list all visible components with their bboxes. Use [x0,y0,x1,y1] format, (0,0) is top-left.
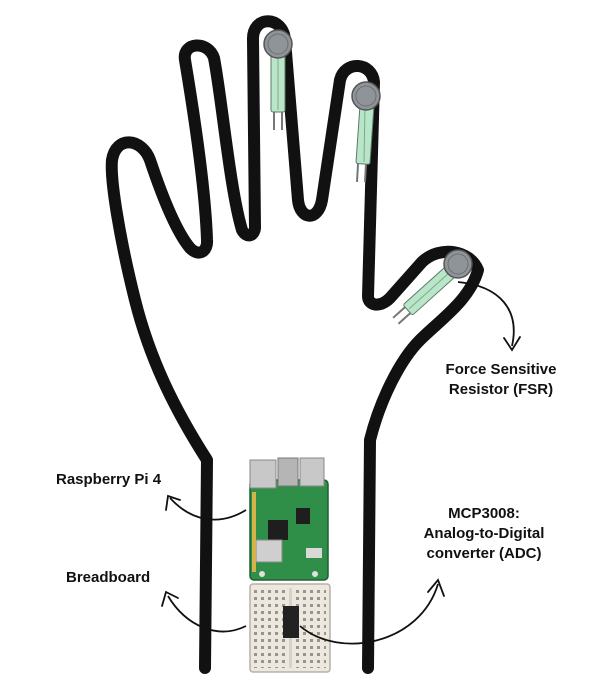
fsr-label-line2: Resistor (FSR) [426,380,576,400]
fsr-label: Force Sensitive Resistor (FSR) [426,360,576,400]
breadboard-label: Breadboard [66,568,150,588]
adc-label-line1: MCP3008: [404,504,564,524]
rpi-label: Raspberry Pi 4 [56,470,161,490]
adc-label-line2: Analog-to-Digital [404,524,564,544]
mcp3008-chip [283,606,299,638]
adc-label: MCP3008: Analog-to-Digital converter (AD… [404,504,564,564]
breadboard [250,584,330,672]
adc-label-line3: converter (ADC) [404,544,564,564]
raspberry-pi-board [250,458,328,580]
fsr-label-line1: Force Sensitive [426,360,576,380]
